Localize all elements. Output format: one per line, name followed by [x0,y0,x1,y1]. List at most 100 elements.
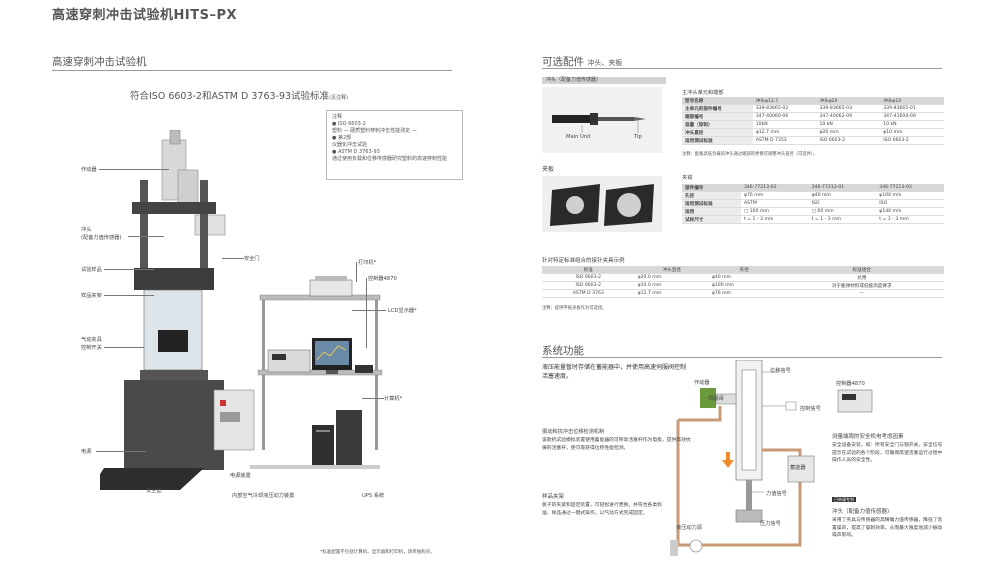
label-specimen: 试验样品 [81,267,102,273]
table-cell: φ100 mm [876,191,944,200]
table-cell: ISO 6603-2 [542,273,635,282]
table-cell: 347-40062-09 [816,112,881,121]
punch-table-note: 注释：配备高低负载的冲头通过端部的更换可调整冲头直径（可选件）。 [682,152,818,157]
notes-label: 注释 [332,114,343,120]
table-row: ISO 6603-2 φ10.0 mm φ100 mm 对于脆弹材料或低能高度要… [542,281,944,290]
table-cell: ISO [876,199,944,208]
table-cell: 容量（穿刺） [682,120,753,129]
safety-text: 安全设备安装，如：所有安全门与锁开关。安全信号提示在试验的各个阶段，可确保高速活… [832,443,943,463]
table-header-cell: 冲头直径 [634,266,709,274]
table-cell: — [779,289,944,298]
combo-table-note: 注释：提供平板夹板作为可选组。 [542,306,607,311]
table-row: 适用 □ 100 mm □ 60 mm φ140 mm [682,207,944,216]
label-ups: UPS 系统 [362,493,385,499]
sys-label-actuator: 作动器 [694,380,710,386]
table-cell: 冲头直径 [682,128,753,137]
table-header-cell: 冲头φ20 [816,97,881,105]
table-cell: φ10.0 mm [634,281,709,290]
table-cell: 339-83665-02 [752,104,817,113]
leader-line [222,258,244,259]
label-main-unit: Main Unit [566,134,591,140]
table-cell: ISO 6603-2 [880,136,944,145]
table-cell: φ100 mm [708,281,780,290]
leader-line [352,310,386,311]
table-row: ISO 6603-2 φ20.0 mm φ40 mm 兑用 [542,273,944,282]
table-cell: 端部编号 [682,112,753,121]
clamp-title: 夹板 [542,166,555,173]
system-section-rule [542,357,942,358]
table-cell: ASTM [740,199,809,208]
label-controller: 控制器4870 [368,276,397,282]
sys-label-accumulator: 蓄能器 [790,465,806,471]
leader-line [99,169,169,170]
table-row: ASTM D 3763 φ12.7 mm φ76 mm — [542,289,944,298]
table-cell: φ40 mm [808,191,877,200]
table-cell: 339-83665-01 [880,104,944,113]
note-line: 仪器化冲击试验 [332,142,368,148]
sys-label-servo: 伺服阀 [708,396,724,402]
table-row: 孔径 φ76 mm φ40 mm φ100 mm [682,191,944,200]
left-footnote: *标准配置不包括计算机、显示器和打印机，请单独购买。 [320,550,435,555]
table-row: 端部编号 347-40060-06 347-40062-09 347-41604… [682,112,944,121]
clamp-spec-table: 部件编号 346-77213-02 346-77213-01 346-77213… [682,184,944,224]
leader-line [104,347,144,348]
table-cell: ISO 6603-2 [542,281,635,290]
table-cell: 347-40060-06 [752,112,817,121]
standard-text: 符合ISO 6603-2和ASTM D 3763-93试验标准 [130,91,330,102]
table-cell: 10 kN [880,120,944,129]
label-pneumatic-sub: 控制开关 [81,345,102,351]
page-title: 高速穿刺冲击试验机HITS–PX [52,8,237,23]
right-section-title: 可选配件 [542,56,584,68]
note-line: ● 第2部 [332,135,352,141]
label-computer: 计算机* [384,396,403,402]
sys-label-controller: 控制器4870 [836,381,865,387]
table-cell: ASTM D 7353 [752,136,817,145]
table-cell: φ20.0 mm [634,273,709,282]
sys-label-control-signal: 控制信号 [800,406,821,412]
leader-line [128,236,164,237]
punch-table-title: 主冲头单元和端部 [682,90,724,96]
punch-block-title: 冲头（配备力值传感器） [832,509,893,515]
table-header-row: 标准 冲头直径 夹径 标准组合 [542,266,944,274]
right-section-sub: 冲头、夹板 [587,59,623,67]
leader-line [96,451,146,452]
table-cell: 适用测试标准 [682,199,741,208]
table-cell: φ10 mm [880,128,944,137]
table-header-cell: 标准组合 [779,266,944,274]
table-row: 冲头直径 φ12.7 mm φ20 mm φ10 mm [682,128,944,137]
notes-box: 注释 ● ISO 6603-2 塑料 — 硬质塑料穿刺冲击性能测定 — ● 第2… [326,110,463,180]
holder-block: 样品夹架 板子的夹紧和固定装置，可轻松进行更换。并符合各类标准，样品通过一键式操… [542,492,664,517]
punch-block-text: 采用了夹具与传感器的高精确力值传感器，降低了装置噪声，提高了穿刺效率，从而最大限… [832,518,943,538]
table-cell: 适用 [682,207,741,216]
lock-block: 振动和抗冲击位移检测机制 该款机试验模拟装置使用蓄能器的可移动活塞杆作为电极，提… [542,428,692,452]
label-punch-sub: (配备力值传感器) [81,235,122,241]
table-cell: φ76 mm [708,289,780,298]
table-cell: 339-83665-03 [816,104,881,113]
table-row: 试样尺寸 t = 1 - 3 mm t = 1 - 3 mm t = 1 - 3… [682,215,944,224]
label-power: 电源 [81,449,92,455]
label-actuator: 作动器 [81,167,97,173]
table-header-cell: 冲头φ10 [880,97,944,105]
safety-block: 测量端周的安全机电考虑因素 安全设备安装，如：所有安全门与锁开关。安全信号提示在… [832,432,944,465]
safety-title: 测量端周的安全机电考虑因素 [832,434,904,440]
table-row: 部件编号 346-77213-02 346-77213-01 346-77213… [682,184,944,192]
right-section-rule [542,68,942,69]
punch-title-band: 冲头（配备力值传感器） [542,77,666,84]
table-cell: 兑用 [779,273,944,282]
table-header-cell: 夹径 [708,266,780,274]
table-cell: φ140 mm [876,207,944,216]
combo-table: 标准 冲头直径 夹径 标准组合 ISO 6603-2 φ20.0 mm φ40 … [542,266,944,298]
punch-image [542,87,662,153]
table-row: 适用测试标准 ASTM ISO ISO [682,199,944,208]
left-section-title: 高速穿刺冲击试验机 [52,56,147,68]
table-cell: 主单元的部件编号 [682,104,753,113]
table-cell: 346-77213-02 [740,184,809,192]
table-header-cell: 标准 [542,266,635,274]
holder-title: 样品夹架 [542,494,565,500]
table-cell: t = 1 - 3 mm [876,215,944,224]
label-safety-door: 安全门 [244,256,260,262]
note-line: 塑料 — 硬质塑料穿刺冲击性能测定 — [332,128,417,134]
label-pneumatic: 气动夹具 [81,337,102,343]
label-sample-holder: 样品夹架 [81,293,102,299]
holder-text: 板子的夹紧和固定装置，可轻松进行更换。并符合各类标准，样品通过一键式操作，以气动… [542,503,662,516]
